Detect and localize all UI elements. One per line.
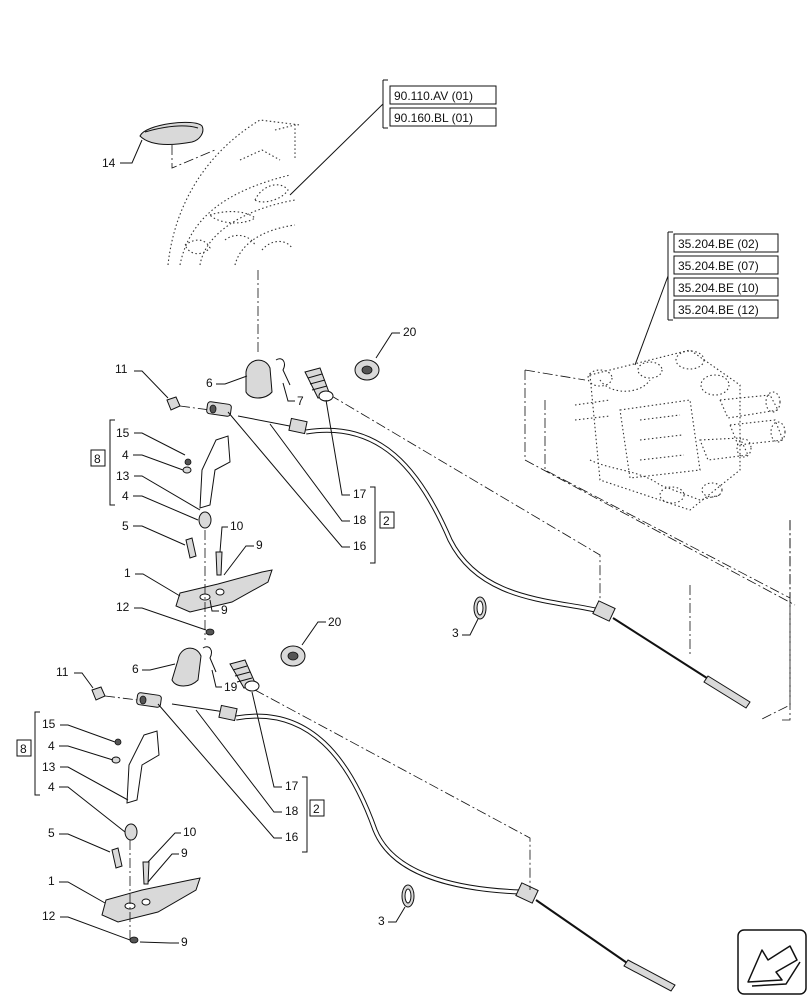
group-8-lower: 8 — [16, 711, 40, 796]
cable-lower — [171, 703, 676, 992]
callout-12-lower[interactable]: 12 — [42, 909, 56, 923]
callout-4b-lower[interactable]: 4 — [48, 780, 55, 794]
callout-6[interactable]: 6 — [206, 376, 213, 390]
part-3-grommet-lower — [401, 884, 415, 908]
callout-13[interactable]: 13 — [116, 469, 130, 483]
callout-11[interactable]: 11 — [115, 362, 128, 376]
callout-7[interactable]: 7 — [297, 394, 304, 408]
callout-17-lower[interactable]: 17 — [285, 779, 299, 793]
arrow-icon[interactable] — [737, 929, 807, 995]
part-16-clevis-lower — [136, 692, 162, 708]
callout-18-lower[interactable]: 18 — [285, 804, 299, 818]
ref-90-110-av[interactable]: 90.110.AV (01) — [394, 89, 473, 103]
callout-20-lower[interactable]: 20 — [328, 615, 342, 629]
lever-upper — [182, 435, 231, 529]
part-11-nut-lower — [91, 686, 106, 701]
ref-35-204-be-12[interactable]: 35.204.BE (12) — [678, 303, 759, 317]
part-20-grommet-upper — [354, 359, 380, 381]
part-1-bracket-lower — [101, 877, 201, 923]
callout-10[interactable]: 10 — [230, 519, 244, 533]
part-17-boot-lower — [229, 659, 260, 692]
callout-4b[interactable]: 4 — [122, 489, 129, 503]
cable-upper — [237, 415, 751, 709]
callout-11-lower[interactable]: 11 — [56, 665, 69, 679]
ref-35-204-be-02[interactable]: 35.204.BE (02) — [678, 237, 759, 251]
part-14-cover — [139, 121, 204, 145]
callout-16[interactable]: 16 — [353, 539, 367, 553]
callout-1-lower[interactable]: 1 — [48, 874, 55, 888]
callout-9b[interactable]: 9 — [221, 603, 228, 617]
callout-3-lower[interactable]: 3 — [378, 914, 385, 928]
callout-9a[interactable]: 9 — [256, 538, 263, 552]
callout-9a-lower[interactable]: 9 — [181, 846, 188, 860]
callout-20[interactable]: 20 — [403, 325, 417, 339]
callout-17[interactable]: 17 — [353, 487, 367, 501]
lever-lower — [111, 730, 160, 841]
group-label-2-upper[interactable]: 2 — [383, 514, 390, 528]
ref-35-204-be-07[interactable]: 35.204.BE (07) — [678, 259, 759, 273]
callout-4a[interactable]: 4 — [122, 448, 129, 462]
callout-13-lower[interactable]: 13 — [42, 760, 56, 774]
part-11-nut-upper — [166, 396, 181, 411]
group-label-8-lower[interactable]: 8 — [20, 742, 27, 756]
control-valve — [574, 349, 786, 511]
callout-6-lower[interactable]: 6 — [132, 662, 139, 676]
group-label-8-upper[interactable]: 8 — [94, 452, 101, 466]
callouts-upper: 14 20 11 6 7 15 4 13 4 5 10 9 1 12 9 17 — [102, 139, 479, 640]
callout-12[interactable]: 12 — [116, 600, 130, 614]
cab-outline — [167, 119, 301, 266]
callout-4a-lower[interactable]: 4 — [48, 739, 55, 753]
part-6-knob-upper — [245, 359, 273, 399]
callout-9b-lower[interactable]: 9 — [181, 935, 188, 949]
part-17-boot-upper — [304, 367, 334, 402]
group-8-upper: 8 — [90, 419, 115, 506]
part-3-grommet-upper — [473, 596, 487, 620]
callout-19[interactable]: 19 — [224, 680, 238, 694]
callout-15-lower[interactable]: 15 — [42, 717, 56, 731]
group-2-lower: 2 — [302, 776, 325, 853]
callout-15[interactable]: 15 — [116, 426, 130, 440]
callout-18[interactable]: 18 — [353, 513, 367, 527]
callout-16-lower[interactable]: 16 — [285, 830, 299, 844]
callout-3[interactable]: 3 — [452, 626, 459, 640]
callout-1[interactable]: 1 — [124, 566, 131, 580]
callouts-lower: 20 11 6 19 15 4 13 4 5 10 9 1 12 9 17 18 — [42, 615, 406, 949]
callout-5-lower[interactable]: 5 — [48, 826, 55, 840]
reference-group-top: 90.110.AV (01) 90.160.BL (01) — [289, 79, 497, 196]
callout-10-lower[interactable]: 10 — [183, 825, 197, 839]
part-20-grommet-lower — [280, 645, 306, 667]
callout-14[interactable]: 14 — [102, 156, 116, 170]
ref-35-204-be-10[interactable]: 35.204.BE (10) — [678, 281, 759, 295]
callout-5[interactable]: 5 — [122, 519, 129, 533]
group-label-2-lower[interactable]: 2 — [313, 802, 320, 816]
reference-group-right: 35.204.BE (02) 35.204.BE (07) 35.204.BE … — [634, 231, 779, 366]
part-6-knob-lower — [171, 647, 202, 687]
group-2-upper: 2 — [370, 486, 395, 564]
ref-90-160-bl[interactable]: 90.160.BL (01) — [394, 111, 473, 125]
part-16-clevis-upper — [206, 401, 232, 417]
